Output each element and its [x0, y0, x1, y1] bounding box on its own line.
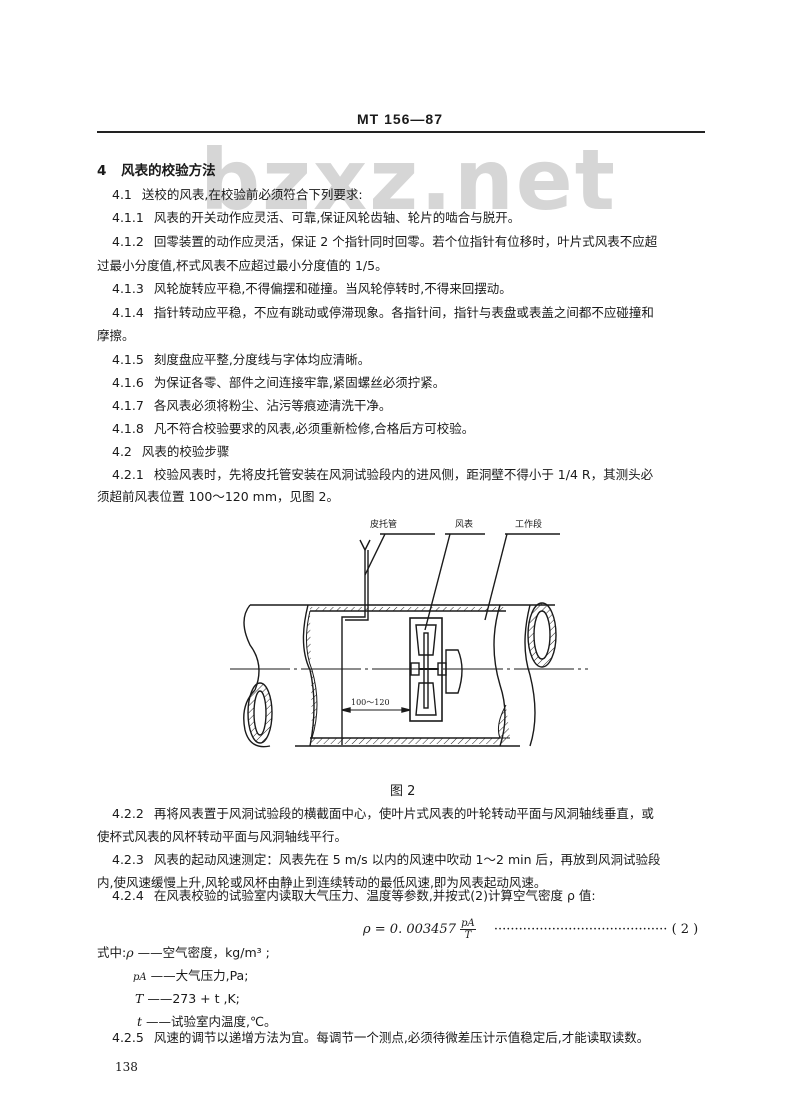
clause-number: 4.1.5	[112, 352, 144, 367]
clause-4-1-7: 4.1.7 各风表必须将粉尘、沾污等痕迹清洗干净。	[112, 398, 391, 414]
watermark: bzxz.net	[200, 131, 617, 229]
clause-text: 风表的起动风速测定：风表先在 5 m/s 以内的风速中吹动 1～2 min 后，…	[153, 852, 661, 867]
clause-text: 回零装置的动作应灵活，保证 2 个指针同时回零。若个位指针有位移时，叶片式风表不…	[153, 234, 658, 249]
clause-4-1-8: 4.1.8 凡不符合校验要求的风表,必须重新检修,合格后方可校验。	[112, 421, 474, 437]
section-number: 4	[97, 163, 107, 179]
page-number: 138	[115, 1060, 138, 1074]
clause-number: 4.2.3	[112, 852, 144, 867]
clause-4-2-3: 4.2.3 风表的起动风速测定：风表先在 5 m/s 以内的风速中吹动 1～2 m…	[112, 852, 661, 868]
clause-text: 为保证各零、部件之间连接牢靠,紧固螺丝必须拧紧。	[153, 375, 446, 390]
where-desc: ——空气密度，kg/m³ ;	[137, 945, 270, 960]
label-working-section: 工作段	[515, 518, 542, 530]
formula-denominator: T	[464, 930, 472, 941]
clause-4-2-2: 4.2.2 再将风表置于风洞试验段的横截面中心，使叶片式风表的叶轮转动平面与风洞轴…	[112, 806, 654, 822]
clause-4-1-1: 4.1.1 风表的开关动作应灵活、可靠,保证风轮齿轴、轮片的啮合与脱开。	[112, 210, 520, 226]
clause-4-2-1: 4.2.1 校验风表时，先将皮托管安装在风洞试验段内的进风侧，距洞壁不得小于 1/…	[112, 467, 653, 483]
label-pitot-tube: 皮托管	[370, 518, 397, 530]
clause-text: 刻度盘应平整,分度线与字体均应清晰。	[153, 352, 371, 367]
clause-number: 4.2.1	[112, 467, 144, 482]
where-symbol: pA	[133, 972, 147, 983]
clause-text: 各风表必须将粉尘、沾污等痕迹清洗干净。	[153, 398, 392, 413]
clause-number: 4.1.1	[112, 210, 144, 225]
clause-4-1-3: 4.1.3 风轮旋转应平稳,不得偏摆和碰撞。当风轮停转时,不得来回摆动。	[112, 281, 512, 297]
formula-air-density: ρ = 0. 003457 pA T ·····················…	[363, 918, 698, 941]
where-item-pa: pA ——大气压力,Pa;	[133, 968, 248, 986]
wind-tunnel-drawing: 皮托管 风表 工作段 100～120	[230, 518, 588, 748]
clause-text: 凡不符合校验要求的风表,必须重新检修,合格后方可校验。	[153, 421, 475, 436]
header-rule	[97, 131, 705, 133]
clause-text: 风轮旋转应平稳,不得偏摆和碰撞。当风轮停转时,不得来回摆动。	[153, 281, 512, 296]
formula-lhs: ρ = 0. 003457	[363, 922, 456, 937]
formula-leader-dots: ········································…	[493, 922, 668, 937]
clause-number: 4.1.7	[112, 398, 144, 413]
clause-4-1-4: 4.1.4 指针转动应平稳，不应有跳动或停滞现象。各指针间，指针与表盘或表盖之间都…	[112, 305, 654, 321]
where-desc: ——273 + t ,K;	[147, 991, 240, 1006]
clause-4-1-2-cont: 过最小分度值,杯式风表不应超过最小分度值的 1/5。	[97, 258, 388, 273]
section-title: 风表的校验方法	[121, 163, 216, 179]
clause-number: 4.1.6	[112, 375, 144, 390]
clause-4-1-4-cont: 摩擦。	[97, 328, 135, 343]
clause-4-1-6: 4.1.6 为保证各零、部件之间连接牢靠,紧固螺丝必须拧紧。	[112, 375, 445, 391]
where-symbol: T	[135, 991, 144, 1006]
clause-number: 4.1.8	[112, 421, 144, 436]
equation-number: ( 2 )	[671, 922, 699, 937]
formula-fraction: pA T	[460, 918, 476, 941]
section-heading: 4 风表的校验方法	[97, 163, 216, 179]
where-intro: 式中:	[97, 945, 127, 960]
clause-number: 4.2	[112, 444, 132, 459]
clause-4-2-4: 4.2.4 在风表校验的试验室内读取大气压力、温度等参数,并按式(2)计算空气密度…	[112, 888, 596, 904]
doc-header-code: MT 156—87	[356, 111, 444, 127]
where-symbol: t	[137, 1014, 143, 1029]
clause-text: 指针转动应平稳，不应有跳动或停滞现象。各指针间，指针与表盘或表盖之间都不应碰撞和	[153, 305, 654, 320]
clause-4-2-3-cont: 内,使风速缓慢上升,风轮或风杯由静止到连续转动的最低风速,即为风表起动风速。	[97, 875, 547, 890]
label-anemometer: 风表	[455, 518, 473, 530]
clause-number: 4.1	[112, 187, 132, 202]
clause-number: 4.1.2	[112, 234, 144, 249]
clause-text: 再将风表置于风洞试验段的横截面中心，使叶片式风表的叶轮转动平面与风洞轴线垂直，或	[153, 806, 654, 821]
clause-text: 在风表校验的试验室内读取大气压力、温度等参数,并按式(2)计算空气密度 ρ 值:	[153, 888, 596, 903]
clause-text: 风表的校验步骤	[141, 444, 230, 459]
formula-numerator: pA	[460, 918, 476, 930]
clause-number: 4.1.3	[112, 281, 144, 296]
clause-4-2-5: 4.2.5 风速的调节以递增方法为宜。每调节一个测点,必须待微差压计示值稳定后,才…	[112, 1030, 649, 1046]
clause-4-1-2: 4.1.2 回零装置的动作应灵活，保证 2 个指针同时回零。若个位指针有位移时，叶…	[112, 234, 657, 250]
clause-number: 4.2.5	[112, 1030, 144, 1045]
clause-4-2: 4.2 风表的校验步骤	[112, 444, 229, 460]
where-item-T: T ——273 + t ,K;	[135, 991, 240, 1007]
where-item-t: t ——试验室内温度,℃。	[137, 1014, 277, 1030]
clause-4-2-1-cont: 须超前风表位置 100～120 mm，见图 2。	[97, 489, 339, 504]
where-desc: ——试验室内温度,℃。	[146, 1014, 277, 1029]
clause-4-1-5: 4.1.5 刻度盘应平整,分度线与字体均应清晰。	[112, 352, 370, 368]
clause-text: 风表的开关动作应灵活、可靠,保证风轮齿轴、轮片的啮合与脱开。	[153, 210, 521, 225]
clause-4-1: 4.1 送校的风表,在校验前必须符合下列要求:	[112, 187, 363, 203]
clause-text: 风速的调节以递增方法为宜。每调节一个测点,必须待微差压计示值稳定后,才能读取读数…	[153, 1030, 650, 1045]
clause-text: 送校的风表,在校验前必须符合下列要求:	[141, 187, 363, 202]
clause-4-2-2-cont: 使杯式风表的风杯转动平面与风洞轴线平行。	[97, 829, 348, 844]
figure-caption: 图 2	[390, 784, 416, 799]
clause-text: 校验风表时，先将皮托管安装在风洞试验段内的进风侧，距洞壁不得小于 1/4 R，其…	[153, 467, 654, 482]
clause-number: 4.2.4	[112, 888, 144, 903]
where-item-rho: 式中:ρ ——空气密度，kg/m³ ;	[97, 945, 270, 961]
where-symbol: ρ	[126, 945, 134, 960]
clause-number: 4.2.2	[112, 806, 144, 821]
clause-number: 4.1.4	[112, 305, 144, 320]
where-desc: ——大气压力,Pa;	[150, 968, 249, 983]
label-dimension: 100～120	[351, 698, 390, 707]
figure-2-wind-tunnel-diagram: 皮托管 风表 工作段 100～120	[230, 505, 590, 765]
